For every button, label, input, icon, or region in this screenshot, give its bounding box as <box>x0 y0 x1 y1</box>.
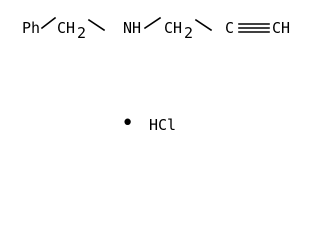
bond-ch2-alkyne <box>194 18 213 32</box>
hydrochloride-label: HCl <box>149 116 176 134</box>
propargyl-methylene-label: CH <box>164 19 182 37</box>
bond-phenyl-ch2 <box>40 16 57 30</box>
alkyne-carbon-label: C <box>225 19 234 37</box>
amine-group-label: NH <box>123 19 141 37</box>
bond-nh-ch2 <box>143 16 162 30</box>
methylene-group-label: CH <box>57 19 75 37</box>
bond-ch2-nh <box>87 18 106 32</box>
salt-separator-dot: • <box>121 111 134 136</box>
terminal-ch-label: CH <box>272 19 290 37</box>
phenyl-group-label: Ph <box>22 19 40 37</box>
methylene-subscript: 2 <box>77 24 86 42</box>
propargyl-methylene-subscript: 2 <box>184 24 193 42</box>
chemical-structure-diagram: Ph CH 2 NH CH 2 C CH • HCl <box>22 16 290 136</box>
